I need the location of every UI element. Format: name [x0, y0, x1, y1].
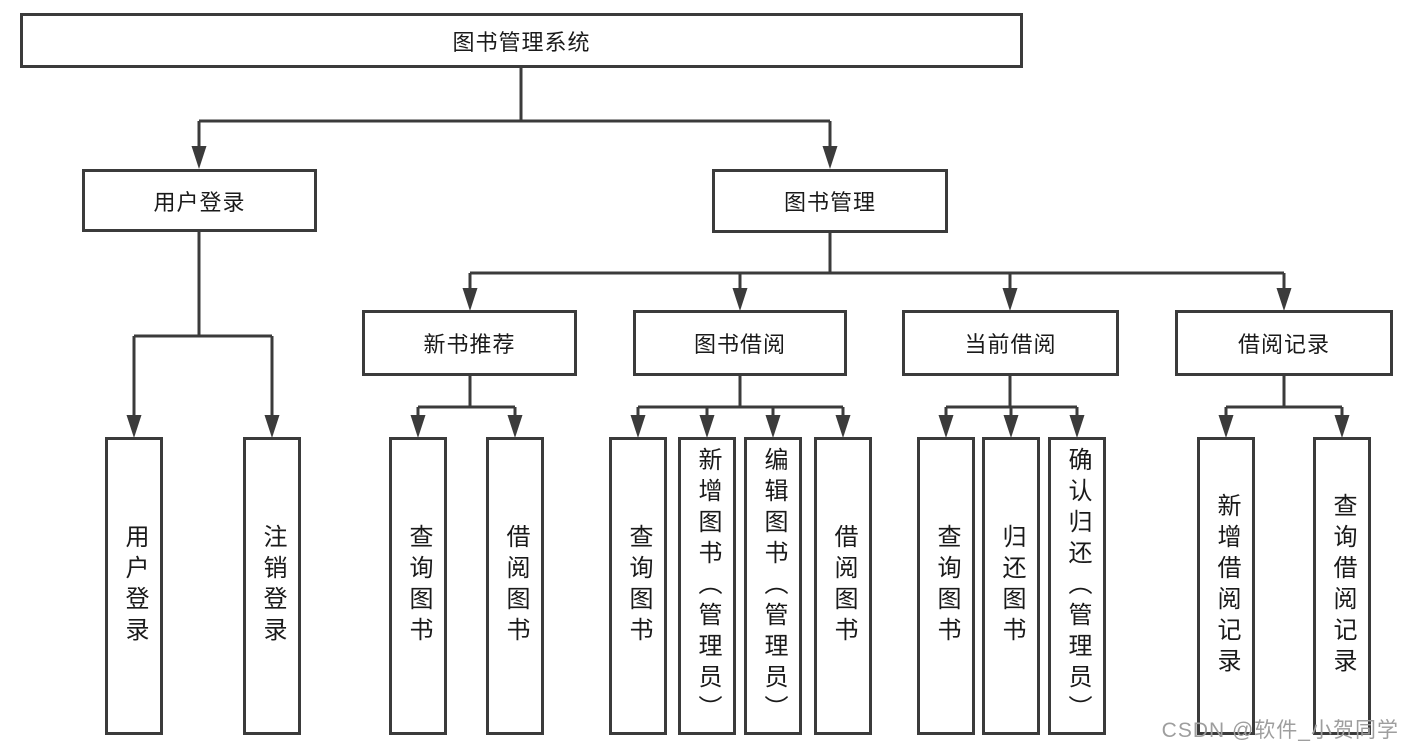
leaf-newbook-query-books: 查询图书: [389, 437, 447, 735]
leaf-borrow-add-books-admin-label: 新增图书（管理员）: [694, 446, 721, 726]
node-book-borrow: 图书借阅: [633, 310, 847, 376]
node-borrow-records: 借阅记录: [1175, 310, 1393, 376]
node-book-borrow-label: 图书借阅: [693, 332, 786, 357]
leaf-current-return-books: 归还图书: [982, 437, 1040, 735]
node-current-borrow-label: 当前借阅: [964, 332, 1057, 357]
node-user-login: 用户登录: [82, 169, 317, 232]
node-book-management: 图书管理: [712, 169, 948, 233]
leaf-current-query-books-label: 查询图书: [933, 524, 960, 648]
node-new-book-recommend-label: 新书推荐: [423, 332, 516, 357]
node-book-management-label: 图书管理: [783, 190, 876, 215]
node-new-book-recommend: 新书推荐: [362, 310, 577, 376]
leaf-current-query-books: 查询图书: [917, 437, 975, 735]
leaf-logout-label: 注销登录: [259, 524, 286, 648]
leaf-borrow-edit-books-admin: 编辑图书（管理员）: [744, 437, 802, 735]
leaf-borrow-edit-books-admin-label: 编辑图书（管理员）: [760, 446, 787, 726]
leaf-borrow-borrow-books: 借阅图书: [814, 437, 872, 735]
leaf-user-login: 用户登录: [105, 437, 163, 735]
leaf-logout: 注销登录: [243, 437, 301, 735]
leaf-newbook-borrow-books-label: 借阅图书: [502, 524, 529, 648]
leaf-record-query-label: 查询借阅记录: [1329, 493, 1356, 679]
leaf-current-confirm-return-admin-label: 确认归还（管理员）: [1064, 446, 1091, 726]
leaf-current-confirm-return-admin: 确认归还（管理员）: [1048, 437, 1106, 735]
leaf-borrow-borrow-books-label: 借阅图书: [830, 524, 857, 648]
csdn-watermark: CSDN @软件_小贺同学: [1161, 719, 1399, 742]
node-current-borrow: 当前借阅: [902, 310, 1119, 376]
leaf-current-return-books-label: 归还图书: [998, 524, 1025, 648]
leaf-borrow-add-books-admin: 新增图书（管理员）: [678, 437, 736, 735]
node-root-system-label: 图书管理系统: [452, 29, 591, 55]
leaf-newbook-borrow-books: 借阅图书: [486, 437, 544, 735]
leaf-record-add: 新增借阅记录: [1197, 437, 1255, 735]
node-borrow-records-label: 借阅记录: [1237, 332, 1330, 357]
node-root-system: 图书管理系统: [20, 13, 1023, 68]
leaf-record-query: 查询借阅记录: [1313, 437, 1371, 735]
leaf-borrow-query-books: 查询图书: [609, 437, 667, 735]
node-user-login-label: 用户登录: [153, 189, 246, 215]
leaf-record-add-label: 新增借阅记录: [1213, 493, 1240, 679]
leaf-user-login-label: 用户登录: [121, 524, 148, 648]
leaf-newbook-query-books-label: 查询图书: [405, 524, 432, 648]
leaf-borrow-query-books-label: 查询图书: [625, 524, 652, 648]
